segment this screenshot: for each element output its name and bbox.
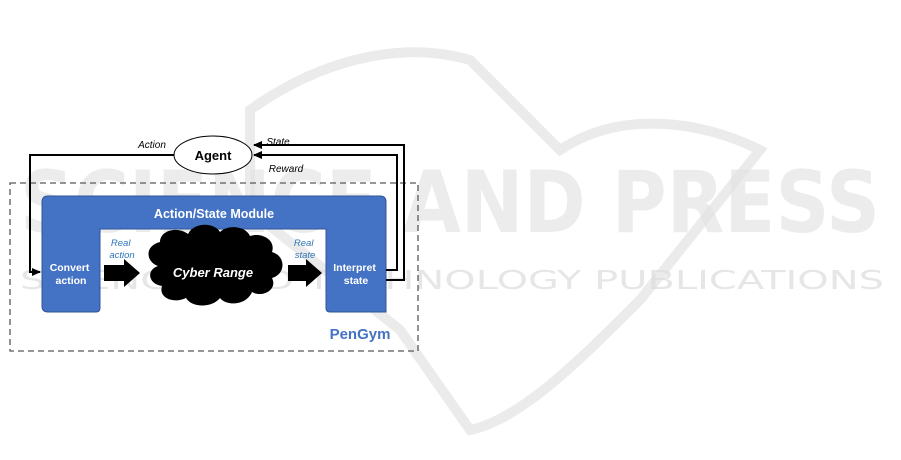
- interpret-state-label-line1: Interpret: [333, 262, 376, 274]
- reward-label: Reward: [269, 164, 304, 175]
- watermark-sub-text: SCIENCE AND TECHNOLOGY PUBLICATIONS: [20, 266, 884, 296]
- module-title: Action/State Module: [154, 207, 274, 221]
- cyber-range-cloud: Cyber Range: [149, 225, 283, 306]
- real-action-label: Real action: [109, 238, 134, 261]
- real-state-label: Real state: [294, 238, 316, 261]
- convert-action-label: Convert action: [50, 262, 93, 287]
- action-label: Action: [137, 140, 166, 151]
- real-state-label-line2: state: [295, 250, 316, 261]
- agent-label: Agent: [195, 148, 233, 163]
- convert-action-label-line1: Convert: [50, 262, 90, 274]
- convert-action-label-line2: action: [56, 275, 87, 287]
- state-label: State: [266, 137, 290, 148]
- cyber-range-label: Cyber Range: [173, 265, 253, 280]
- agent-node: Agent: [174, 136, 252, 174]
- real-action-label-line2: action: [109, 250, 134, 261]
- pengym-label: PenGym: [330, 326, 391, 343]
- real-action-label-line1: Real: [111, 238, 131, 249]
- interpret-state-label-line2: state: [344, 275, 369, 287]
- watermark: SCIENCE AND PRESS SCIENCE AND TECHNOLOGY…: [20, 52, 884, 430]
- real-state-label-line1: Real: [294, 238, 314, 249]
